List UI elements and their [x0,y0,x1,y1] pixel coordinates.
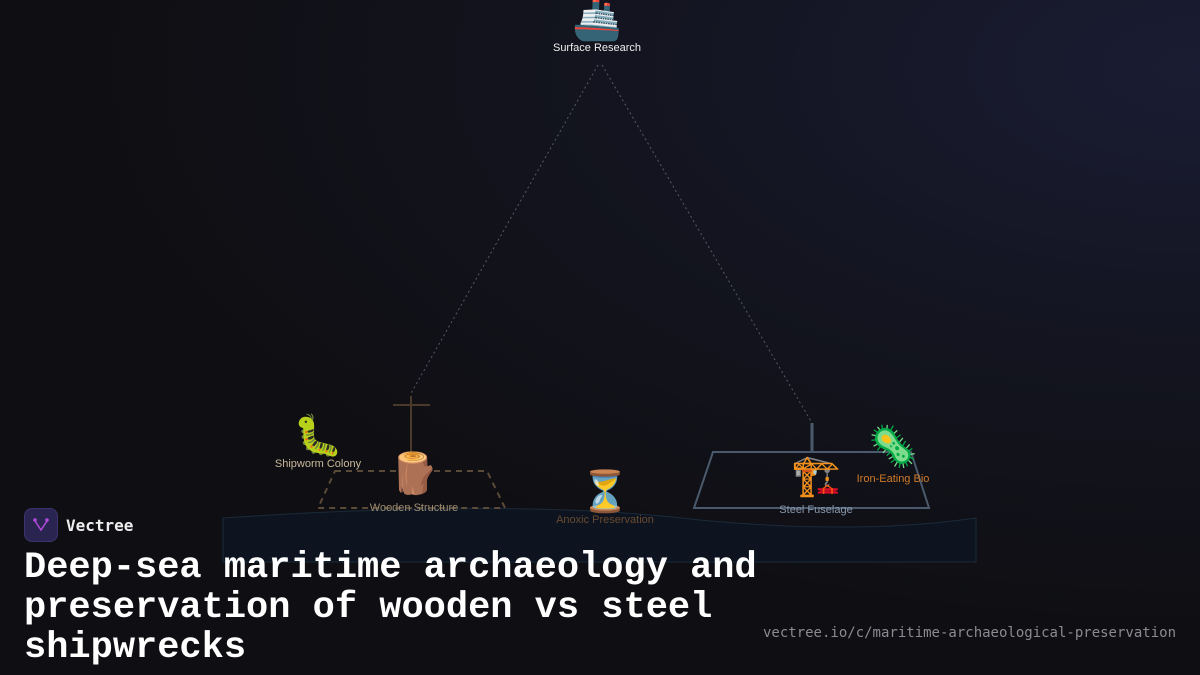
node-wooden-structure[interactable]: 🪵 Wooden Structure [370,452,458,515]
brand: Vectree [24,508,133,542]
steel-hull [692,451,931,509]
hourglass-icon: ⏳ [580,470,630,514]
node-label: Anoxic Preservation [556,514,654,526]
node-anoxic-preservation[interactable]: ⏳Anoxic Preservation [556,470,654,527]
seabed [222,507,977,563]
worm-icon: 🐛 [293,414,343,458]
wood-icon: 🪵 [389,452,439,496]
ship-icon: 🚢 [572,0,622,42]
microbe-icon: 🦠 [868,425,918,469]
node-label: Surface Research [552,42,642,54]
node-label: Steel Fuselage [779,504,853,516]
source-url[interactable]: vectree.io/c/maritime-archaeological-pre… [762,625,1176,641]
link-surface-wooden [409,64,599,396]
page-title: Deep-sea maritime archaeology and preser… [24,547,757,669]
brand-name: Vectree [66,515,134,535]
node-steel-fuselage[interactable]: 🏗️ Steel Fuselage [779,454,852,517]
wooden-hull [316,470,507,509]
node-iron-eating-bio[interactable]: 🦠 Iron-Eating Bio [857,425,930,486]
node-surface-research[interactable]: 🚢Surface Research [553,0,641,55]
node-label: Wooden Structure [369,502,459,514]
node-label: Shipworm Colony [274,458,362,470]
link-surface-steel [601,64,813,424]
vectree-logo-icon [24,508,58,542]
node-label: Iron-Eating Bio [856,473,930,485]
node-shipworm-colony[interactable]: 🐛Shipworm Colony [275,414,361,471]
crane-icon: 🏗️ [791,454,841,498]
